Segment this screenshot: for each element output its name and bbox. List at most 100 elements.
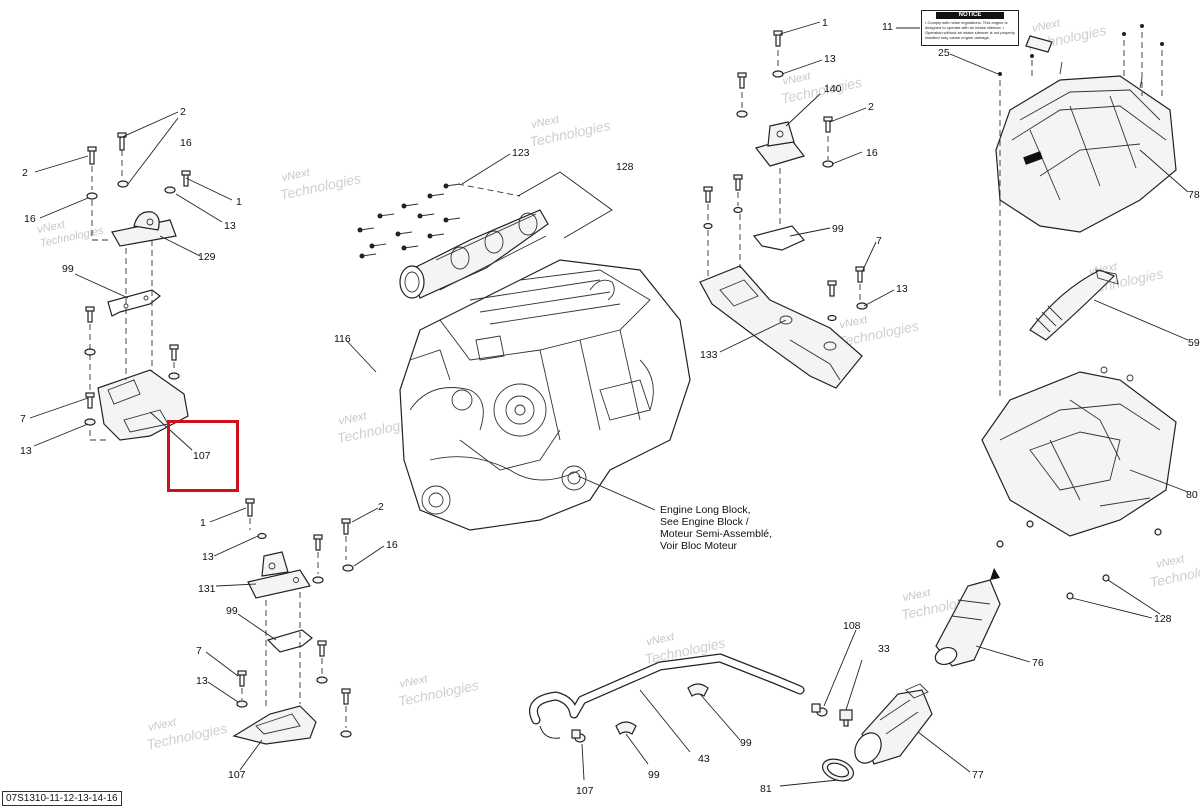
callout-2: 2 xyxy=(868,101,874,113)
bracket-33-lower xyxy=(266,629,313,653)
air-intake-silencer-top-80 xyxy=(995,61,1177,233)
manifold-bolts-123 xyxy=(357,183,521,259)
notice-body: • Comply with noise regulations. This en… xyxy=(925,20,1015,40)
callout-99-b: 99 xyxy=(648,769,660,781)
callout-11: 11 xyxy=(882,21,893,33)
washer xyxy=(117,180,129,188)
mount-bracket-43-lower xyxy=(232,705,317,745)
engine-support-137 xyxy=(699,265,863,389)
watermark-2: vNext xyxy=(281,166,312,184)
bolt xyxy=(169,344,179,361)
bolt xyxy=(85,392,95,409)
washer xyxy=(312,576,324,584)
callout-129: 128 xyxy=(616,161,634,173)
bolt xyxy=(313,534,323,551)
engine-long-block-116 xyxy=(399,259,691,531)
callout-108: 81 xyxy=(760,783,772,795)
intake-manifold-129 xyxy=(399,209,549,299)
bolt xyxy=(823,116,833,133)
callout-16: 16 xyxy=(180,137,192,149)
callout-33: 99 xyxy=(62,263,74,275)
fitting-107-left xyxy=(571,729,586,743)
bolt xyxy=(87,146,97,165)
washer xyxy=(856,302,868,310)
washer xyxy=(164,186,176,194)
bolt xyxy=(703,186,713,203)
callout-140: 140 xyxy=(824,83,842,95)
callout-33: 99 xyxy=(226,605,238,617)
callout-99-label: 99 xyxy=(740,737,752,749)
callout-128-label: 128 xyxy=(1154,613,1172,625)
callout-15: 25 xyxy=(938,47,950,59)
engine-mount-133 xyxy=(247,569,311,599)
callout-2: 2 xyxy=(378,501,384,513)
callout-43: 107 xyxy=(193,450,211,462)
fitting-107-right xyxy=(811,703,828,717)
clips-128 xyxy=(1066,574,1110,600)
callout-1: 1 xyxy=(822,17,828,29)
callout-81: 80 xyxy=(1186,489,1198,501)
callout-133: 131 xyxy=(198,583,216,595)
watermark-7: vNext xyxy=(839,314,870,332)
air-duct-76 xyxy=(1029,269,1119,341)
callout-16: 16 xyxy=(866,147,878,159)
watermark-10: vNext xyxy=(399,673,430,691)
right-screws xyxy=(998,24,1164,400)
callout-43: 107 xyxy=(228,769,246,781)
callout-13: 13 xyxy=(224,220,236,232)
callout-2: 2 xyxy=(180,106,186,118)
washer xyxy=(827,314,837,322)
watermark-4: vNext xyxy=(782,70,813,88)
washer xyxy=(86,192,98,200)
watermark-13: vNext xyxy=(1155,553,1186,571)
engine-note: Engine Long Block, See Engine Block / Mo… xyxy=(660,504,820,552)
callout-59: 33 xyxy=(878,643,890,655)
callout-7: 7 xyxy=(196,645,202,657)
washer xyxy=(703,222,713,230)
callout-13: 13 xyxy=(196,675,208,687)
bolt xyxy=(855,266,865,283)
callout-76: 59 xyxy=(1188,337,1200,349)
bolt xyxy=(181,170,191,187)
callout-107: 108 xyxy=(843,620,861,632)
washer xyxy=(84,418,96,426)
notice-title: NOTICE xyxy=(936,12,1004,19)
callout-2: 2 xyxy=(22,167,28,179)
callout-7: 7 xyxy=(20,413,26,425)
leader-lines xyxy=(29,21,1189,787)
watermark-1: vNext xyxy=(36,218,67,236)
washer xyxy=(168,372,180,380)
callout-131: 129 xyxy=(198,251,216,263)
left-lower-mount-assembly xyxy=(232,498,354,745)
watermark-3: vNext xyxy=(530,113,561,131)
callout-1: 1 xyxy=(236,196,242,208)
washer xyxy=(822,160,834,168)
clamp-108 xyxy=(821,758,855,782)
callout-16: 16 xyxy=(386,539,398,551)
bolt xyxy=(733,174,743,191)
watermark-12: vNext xyxy=(902,586,933,604)
callouts: 2 2 16 16 1 13 129 99 7 13 107 1 13 2 16… xyxy=(20,17,1200,797)
label-decal xyxy=(1025,35,1053,53)
washer xyxy=(733,206,743,214)
washer xyxy=(257,532,267,540)
air-duct-77 xyxy=(934,568,1001,667)
callout-13: 13 xyxy=(896,283,908,295)
bolt xyxy=(341,518,351,535)
bolt xyxy=(237,670,247,687)
callout-25: 43 xyxy=(698,753,710,765)
engine-note-line-4: Voir Bloc Moteur xyxy=(660,540,738,552)
engine-note-line-3: Moteur Semi-Assemblé, xyxy=(660,528,773,540)
bolt xyxy=(737,72,747,89)
bolt xyxy=(773,30,783,47)
callout-107-b: 107 xyxy=(576,785,594,797)
callout-1: 1 xyxy=(200,517,206,529)
washer xyxy=(236,700,248,708)
watermark-5: vNext xyxy=(1031,17,1062,35)
bolt xyxy=(317,640,327,657)
washer xyxy=(340,730,352,738)
callout-13: 13 xyxy=(824,53,836,65)
callout-77: 76 xyxy=(1032,657,1044,669)
washer xyxy=(316,676,328,684)
